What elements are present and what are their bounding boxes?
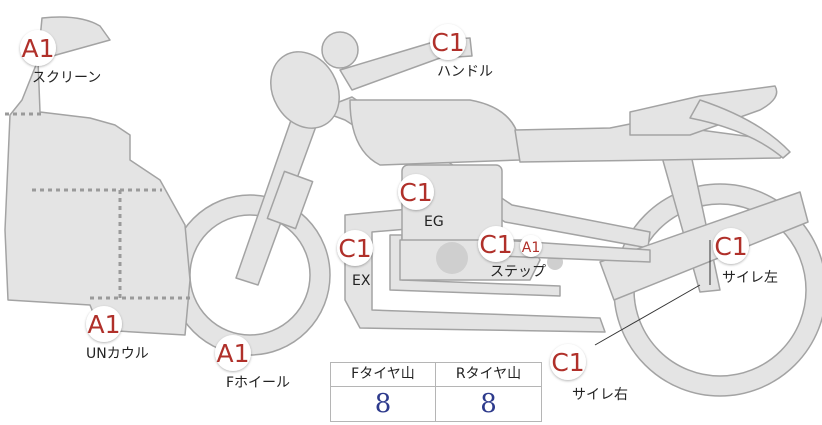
- headlight: [270, 51, 340, 129]
- badge-step-code: C1: [479, 230, 512, 259]
- badge-ex: C1: [337, 230, 373, 266]
- front-cowl: [4, 16, 191, 336]
- badge-step: C1: [478, 226, 514, 262]
- badge-silencer-right: C1: [550, 344, 586, 380]
- rear-tire-value: 8: [480, 389, 497, 419]
- badge-under-cowl: A1: [86, 306, 122, 342]
- badge-step-small: A1: [520, 235, 542, 257]
- label-ex: EX: [352, 273, 371, 289]
- badge-front-wheel: A1: [215, 335, 251, 371]
- silencer: [599, 191, 809, 301]
- tire-tread-table: Fタイヤ山 Rタイヤ山 8 8: [330, 362, 542, 422]
- badge-silencer-left: C1: [713, 228, 749, 264]
- label-step: ステップ: [490, 264, 546, 280]
- badge-screen: A1: [20, 30, 56, 66]
- front-tire-header: Fタイヤ山: [331, 363, 436, 387]
- badge-eg-code: C1: [399, 178, 432, 207]
- label-silencer-right: サイレ右: [572, 387, 628, 403]
- badge-front-wheel-code: A1: [216, 339, 249, 368]
- badge-screen-code: A1: [21, 34, 54, 63]
- rear-tire-header: Rタイヤ山: [436, 363, 541, 387]
- fuel-tank: [349, 99, 522, 166]
- leader-lines: [594, 240, 711, 346]
- badge-silencer-left-code: C1: [714, 232, 747, 261]
- label-screen: スクリーン: [32, 70, 101, 86]
- badge-handle: C1: [430, 24, 466, 60]
- label-silencer-left: サイレ左: [722, 270, 778, 286]
- badge-handle-code: C1: [431, 28, 464, 57]
- label-under-cowl: UNカウル: [86, 346, 149, 362]
- badge-step-code2: A1: [522, 240, 540, 256]
- label-eg: EG: [424, 214, 444, 230]
- front-tire-value: 8: [331, 387, 436, 421]
- label-handle: ハンドル: [437, 64, 493, 80]
- badge-under-cowl-code: A1: [87, 310, 120, 339]
- badge-eg: C1: [398, 174, 434, 210]
- badge-ex-code: C1: [338, 234, 371, 263]
- label-front-wheel: Fホイール: [226, 375, 290, 391]
- cowl-dashed-lines: [5, 112, 190, 300]
- badge-silencer-right-code: C1: [551, 348, 584, 377]
